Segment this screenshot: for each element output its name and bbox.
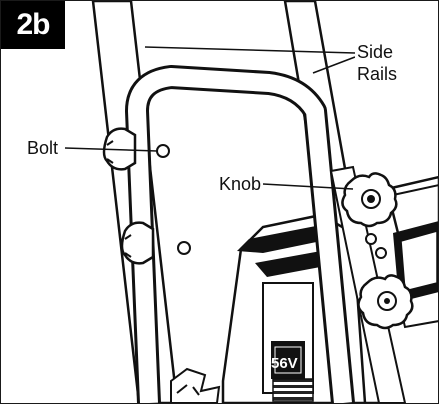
rear-wing [385,175,438,329]
step-badge: 2b [1,1,65,49]
callout-lines [64,46,356,190]
side-rails-label: Side Rails [355,41,400,85]
left-knob-upper-icon [102,127,137,171]
base-parts [170,367,221,403]
battery-marking: 56V [271,355,298,372]
knob-upper-icon [341,172,398,228]
left-knob-lower-icon [120,221,155,265]
bolt-label: Bolt [25,138,61,159]
handle-bracket [125,65,355,403]
side-rails-label-line1: Side [357,42,394,62]
knob-label: Knob [217,174,264,195]
side-rails-label-line2: Rails [357,64,398,84]
knob-lower-icon [357,274,414,330]
